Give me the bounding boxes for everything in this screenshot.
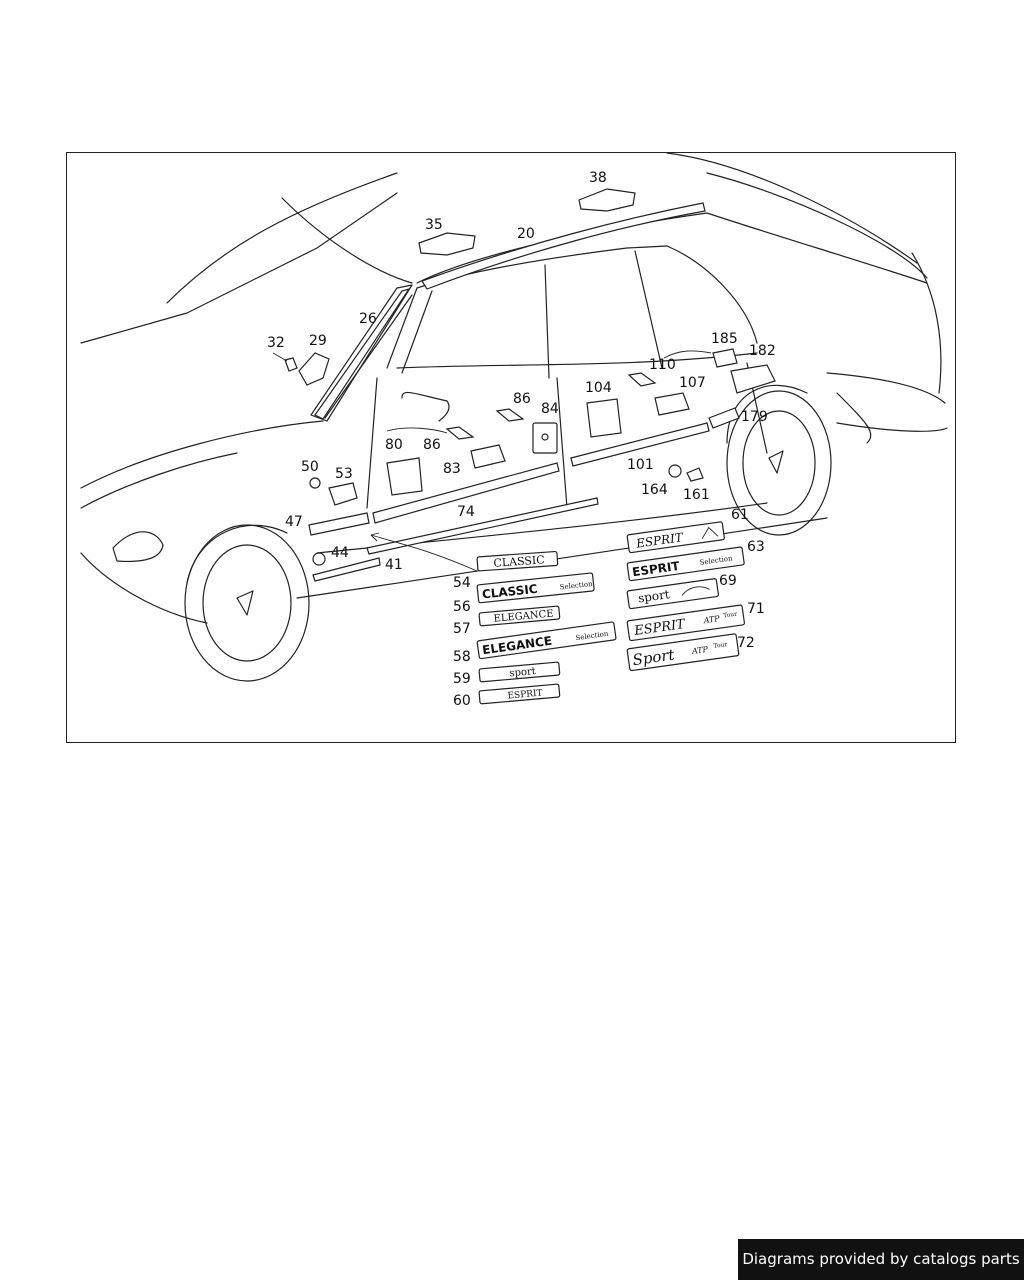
callout-86a: 86	[423, 437, 441, 453]
grommet-50	[309, 477, 321, 489]
callout-38: 38	[589, 170, 607, 186]
emblem-esprit-script: ESPRIT	[634, 530, 684, 551]
clip-35	[418, 232, 476, 256]
callout-164: 164	[641, 482, 668, 498]
emblem-elegance: ELEGANCE	[493, 609, 554, 625]
grommet-44	[312, 552, 326, 566]
trim-179	[708, 407, 740, 429]
callout-104: 104	[585, 380, 612, 396]
clip-29	[298, 352, 330, 386]
callout-63: 63	[747, 539, 765, 555]
callout-59: 59	[453, 671, 471, 687]
callout-41: 41	[385, 557, 403, 573]
svg-text:Tour: Tour	[723, 611, 738, 620]
callout-107: 107	[679, 375, 706, 391]
svg-text:ATP: ATP	[690, 645, 709, 656]
emblem-esprit: ESPRIT	[507, 688, 543, 701]
svg-text:ATP: ATP	[702, 614, 721, 625]
callout-44: 44	[331, 545, 349, 561]
callout-20: 20	[517, 226, 535, 242]
screw-86b	[495, 408, 525, 422]
clip-38	[578, 188, 636, 212]
emblem-sport: sport	[509, 666, 536, 679]
emblem-esprit-selection: ESPRIT	[631, 559, 681, 580]
callout-182: 182	[749, 343, 776, 359]
callout-54: 54	[453, 575, 471, 591]
callout-161: 161	[683, 487, 710, 503]
clip-83	[470, 444, 506, 469]
screw-86a	[445, 426, 475, 440]
emblem-classic: CLASSIC	[493, 553, 545, 570]
callout-179: 179	[741, 409, 768, 425]
roof-molding	[421, 202, 706, 290]
callout-56: 56	[453, 599, 471, 615]
callout-74: 74	[457, 504, 475, 520]
screw-32	[284, 357, 298, 372]
fender-molding	[308, 512, 370, 536]
clip-161b	[686, 467, 704, 482]
callout-50: 50	[301, 459, 319, 475]
bracket-104	[586, 398, 622, 438]
callout-61: 61	[731, 507, 749, 523]
callout-57: 57	[453, 621, 471, 637]
callout-47: 47	[285, 514, 303, 530]
emblem-group: CLASSIC CLASSIC Selection ELEGANCE ELEGA…	[476, 521, 745, 705]
rear-door-molding	[570, 422, 710, 467]
callout-69: 69	[719, 573, 737, 589]
callout-86b: 86	[513, 391, 531, 407]
parts	[272, 188, 776, 582]
callout-80: 80	[385, 437, 403, 453]
svg-text:Tour: Tour	[713, 641, 728, 650]
callout-58: 58	[453, 649, 471, 665]
emblem-sport-atp: Sport	[631, 645, 676, 669]
clip-185	[712, 348, 738, 368]
emblem-esprit-atp: ESPRIT	[633, 617, 688, 639]
clip-53	[328, 482, 358, 506]
callout-53: 53	[335, 466, 353, 482]
callout-72: 72	[737, 635, 755, 651]
screw-110	[627, 372, 657, 387]
a-pillar-trim	[314, 287, 411, 420]
lower-strip-164	[366, 497, 599, 555]
svg-text:Selection: Selection	[559, 580, 593, 591]
diagram-frame: CLASSIC CLASSIC Selection ELEGANCE ELEGA…	[66, 152, 956, 743]
clip-107	[654, 392, 690, 416]
callout-71: 71	[747, 601, 765, 617]
front-door-molding	[372, 462, 560, 524]
bracket-80	[386, 457, 423, 496]
footer-badge: Diagrams provided by catalogs parts	[738, 1239, 1024, 1280]
callout-60: 60	[453, 693, 471, 709]
callout-35: 35	[425, 217, 443, 233]
callout-labels: 20 26 29 32 35 38 41 44 47 50 53 54 56 5…	[267, 170, 776, 709]
callout-83: 83	[443, 461, 461, 477]
callout-26: 26	[359, 311, 377, 327]
callout-29: 29	[309, 333, 327, 349]
callout-84: 84	[541, 401, 559, 417]
callout-185: 185	[711, 331, 738, 347]
callout-32: 32	[267, 335, 285, 351]
grommet-161a	[668, 464, 682, 478]
parts-diagram: CLASSIC CLASSIC Selection ELEGANCE ELEGA…	[80, 153, 948, 709]
callout-110: 110	[649, 357, 676, 373]
callout-101: 101	[627, 457, 654, 473]
emblem-classic-selection: CLASSIC	[481, 582, 538, 602]
bracket-182	[730, 364, 776, 394]
rocker-strip-41	[312, 557, 381, 582]
emblem-sport-car: sport	[637, 587, 670, 605]
